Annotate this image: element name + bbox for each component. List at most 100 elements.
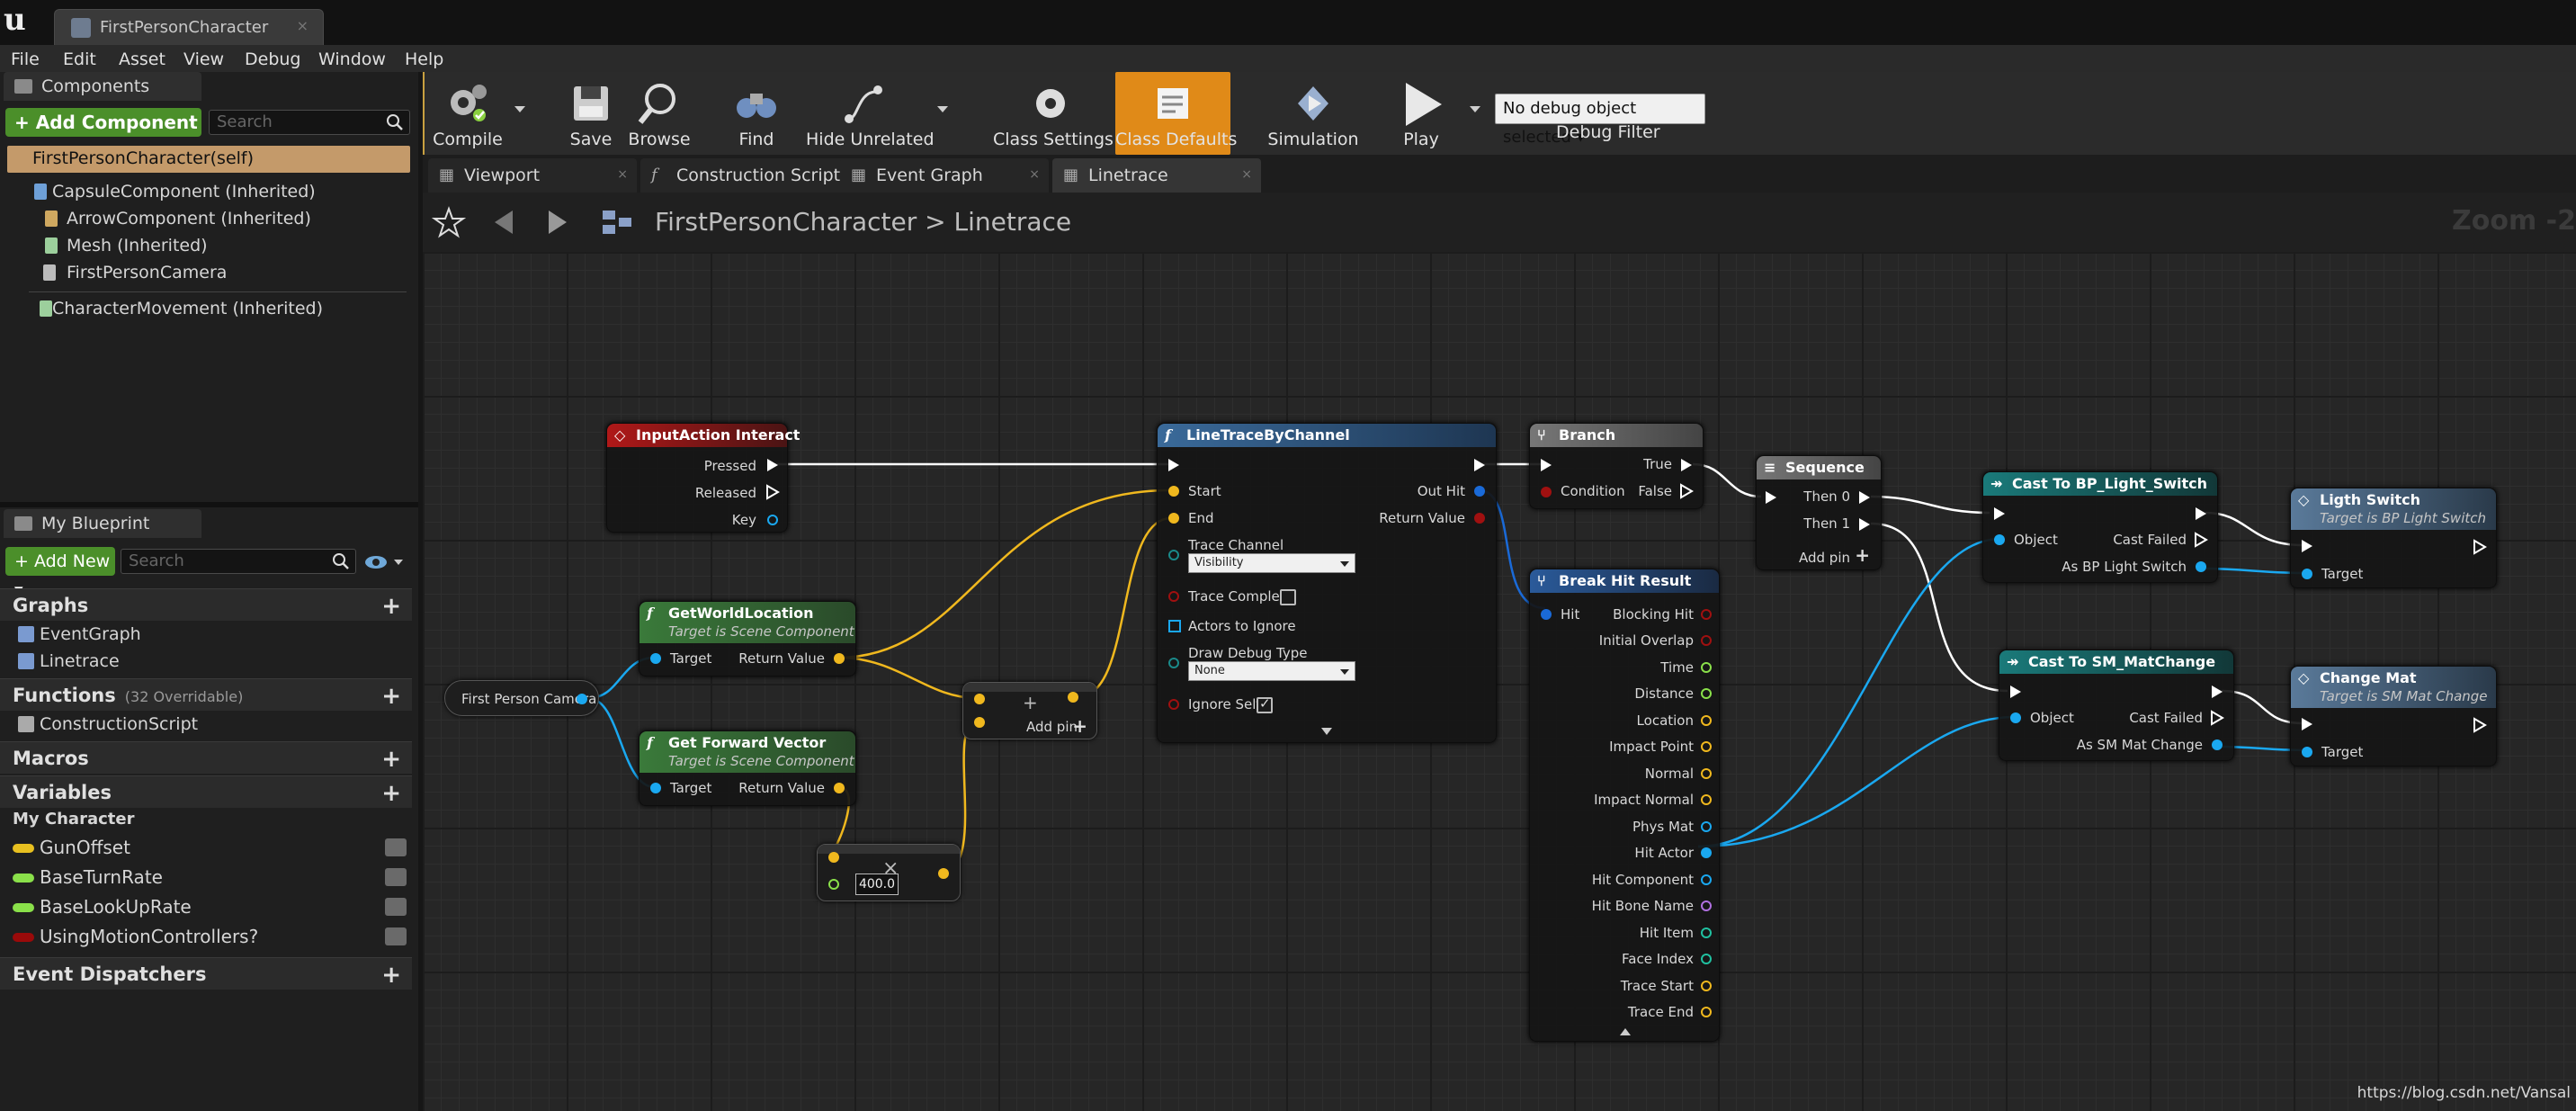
pin-trace-complex[interactable] [1168,591,1179,602]
variable-baseturnrate[interactable]: BaseTurnRate [40,866,163,888]
pin-then1[interactable] [1859,518,1870,531]
components-tab[interactable]: Components [4,72,201,101]
unreal-logo-icon[interactable]: u [4,2,26,38]
pin-b[interactable] [974,717,985,728]
pin-return-value[interactable] [834,653,845,664]
forward-arrow-icon[interactable] [540,205,576,239]
close-tab-icon[interactable]: × [1029,167,1040,182]
compile-options-arrow-icon[interactable] [514,106,525,112]
add-graph-icon[interactable]: + [381,593,401,620]
add-event-dispatcher-icon[interactable]: + [381,962,401,989]
trace-channel-select[interactable]: Visibility [1188,553,1355,573]
my-blueprint-tab[interactable]: My Blueprint [4,509,201,538]
pin-target[interactable] [2302,569,2312,579]
add-pin-icon[interactable]: + [1855,544,1870,566]
pin-blocking-hit[interactable] [1701,609,1712,620]
pin-exec-out[interactable] [1474,459,1485,471]
pin-normal[interactable] [1701,768,1712,779]
close-tab-icon[interactable]: × [617,167,628,182]
class-defaults-button[interactable]: Class Defaults [1115,72,1237,155]
pin-multiply-out[interactable] [938,868,949,879]
variable-visibility-icon[interactable] [385,898,407,916]
blueprint-hierarchy-icon[interactable] [599,205,635,239]
pin-exec-in[interactable] [2302,540,2312,552]
pin-face-index[interactable] [1701,954,1712,964]
find-button[interactable]: Find [725,72,788,155]
node-change-mat[interactable]: ◇ Change Mat Target is SM Mat Change Tar… [2290,666,2497,766]
blueprint-search-input[interactable]: Search [121,549,356,574]
menu-view[interactable]: View [183,49,225,69]
save-button[interactable]: Save [559,72,622,155]
variables-section[interactable]: Variables + [0,775,412,808]
pin-true[interactable] [1681,459,1692,471]
node-cast-to-sm-matchange[interactable]: ↠ Cast To SM_MatChange Object Cast Faile… [1999,650,2234,761]
close-tab-icon[interactable]: × [1241,167,1252,182]
pin-a[interactable] [974,694,985,704]
pin-float-in[interactable] [828,879,839,890]
menu-help[interactable]: Help [405,49,444,69]
node-get-forward-vector[interactable]: f Get Forward Vector Target is Scene Com… [639,730,856,806]
pin-vector-in[interactable] [828,852,839,863]
pin-out-hit[interactable] [1474,486,1485,497]
variable-visibility-icon[interactable] [385,927,407,945]
node-first-person-camera[interactable]: First Person Camera [444,680,599,716]
pin-distance[interactable] [1701,688,1712,699]
pin-exec-in[interactable] [1168,459,1179,471]
pin-exec-out[interactable] [2196,507,2206,520]
pin-return-value[interactable] [1474,513,1485,524]
graphs-section[interactable]: Graphs + [0,588,412,621]
graph-canvas[interactable] [423,252,2576,1111]
node-inputaction-interact[interactable]: ◇ InputAction Interact Pressed Released … [606,423,800,533]
node-break-hit-result[interactable]: ⑂ Break Hit Result Hit Blocking Hit Init… [1529,569,1720,1042]
simulation-button[interactable]: Simulation [1265,72,1362,155]
pin-exec-out[interactable] [2212,685,2223,698]
ignore-self-checkbox[interactable] [1257,695,1273,713]
pin-false[interactable] [1679,483,1694,499]
variable-visibility-icon[interactable] [385,868,407,886]
add-pin-label[interactable]: Add pin [1026,719,1078,735]
pin-object[interactable] [1994,534,2005,545]
tree-item-character-movement[interactable]: CharacterMovement (Inherited) [52,299,323,318]
pin-cast-failed[interactable] [2194,532,2208,548]
collapse-arrow-icon[interactable] [1618,1026,1632,1037]
play-options-arrow-icon[interactable] [1470,106,1480,112]
pin-time[interactable] [1701,662,1712,673]
add-new-button[interactable]: + Add New ▾ [5,547,115,600]
pin-as-bp-light-switch[interactable] [2196,561,2206,572]
variable-category-my-character[interactable]: My Character [13,810,135,829]
menu-edit[interactable]: Edit [63,49,96,69]
pin-exec-out[interactable] [2473,717,2487,733]
add-function-icon[interactable]: + [381,683,401,710]
add-variable-icon[interactable]: + [381,780,401,807]
variable-visibility-icon[interactable] [385,838,407,856]
pin-then0[interactable] [1859,491,1870,504]
debug-object-select[interactable]: No debug object selected ▾ [1495,94,1705,147]
pin-draw-debug-type[interactable] [1168,658,1179,668]
node-line-trace-by-channel[interactable]: f LineTraceByChannel Start End Out Hit R… [1157,423,1497,743]
variable-gunoffset[interactable]: GunOffset [40,837,130,858]
add-component-button[interactable]: + Add Component ▾ [5,108,201,162]
node-add[interactable]: + Add pin + [962,682,1097,739]
favorite-star-icon[interactable] [432,205,466,239]
pin-return-value[interactable] [834,783,845,793]
pin-object[interactable] [2010,712,2021,723]
pin-end[interactable] [1168,513,1179,524]
node-sequence[interactable]: ≡ Sequence Then 0 Then 1 Add pin + [1756,455,1882,570]
pin-target[interactable] [650,653,661,664]
components-search-input[interactable]: Search [209,110,410,135]
event-dispatchers-section[interactable]: Event Dispatchers + [0,957,412,990]
pin-hit-bone-name[interactable] [1701,900,1712,911]
pin-target[interactable] [2302,747,2312,757]
menu-window[interactable]: Window [318,49,386,69]
tab-viewport[interactable]: ▦ Viewport × [428,158,637,193]
pin-exec-in[interactable] [1994,507,2005,520]
menu-file[interactable]: File [11,49,40,69]
variable-baselookuprate[interactable]: BaseLookUpRate [40,896,192,918]
node-cast-to-bp-light-switch[interactable]: ↠ Cast To BP_Light_Switch Object Cast Fa… [1982,471,2218,583]
pin-actors-to-ignore[interactable] [1168,620,1181,632]
pin-add-out[interactable] [1068,692,1078,703]
hide-unrelated-button[interactable]: Hide Unrelated [806,72,935,155]
hide-unrelated-options-arrow-icon[interactable] [937,106,948,112]
pin-location[interactable] [1701,715,1712,726]
class-settings-button[interactable]: Class Settings [993,72,1114,155]
